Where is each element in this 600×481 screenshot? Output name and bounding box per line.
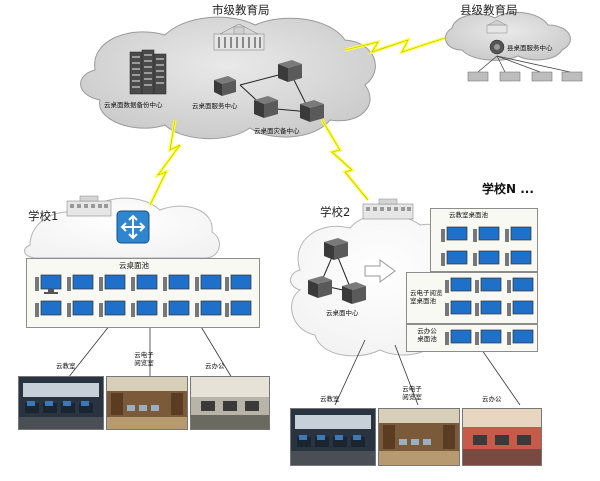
school2-center-label: 云桌面中心	[326, 309, 359, 317]
school1-classroom-photo	[18, 376, 104, 430]
school1-room-label-2: 云办公	[205, 362, 225, 370]
school2-title: 学校2	[320, 205, 351, 219]
school2-pool-label-2: 云办公桌面池	[417, 327, 437, 343]
school2-server-top-icon	[324, 238, 348, 260]
school2-office-photo	[462, 408, 542, 466]
school2-room-label-2: 云办公	[482, 395, 502, 403]
city-title: 市级教育局	[212, 3, 270, 17]
school2-pool1-monitors	[445, 277, 534, 316]
county-bureau-building-icon	[486, 20, 508, 34]
school1-office-photo	[190, 376, 270, 430]
school2-pool-classroom: 云教室桌面池	[430, 208, 538, 272]
school2-room-label-0: 云教室	[320, 395, 340, 403]
backup-center-label: 云桌面数据备份中心	[104, 101, 163, 109]
server-right-icon	[300, 100, 324, 122]
school2-server-left-icon	[308, 276, 332, 298]
school2-server-right-icon	[342, 282, 366, 304]
school1-room-label-0: 云教室	[56, 362, 76, 370]
disaster-center-label: 云桌面灾备中心	[254, 127, 300, 135]
school1-building-icon	[66, 195, 112, 217]
school1-pool-label: 云桌面池	[119, 261, 149, 270]
school2-room-label-1: 云电子阅览室	[402, 385, 422, 401]
school2-pool-label-1: 云电子阅览室桌面池	[410, 289, 443, 305]
school1-pool-monitors	[35, 274, 252, 317]
county-center-label: 县桌面服务中心	[507, 44, 553, 52]
server-top-icon	[278, 60, 302, 82]
school2-pool0-monitors	[441, 226, 532, 266]
school1-room-label-1: 云电子阅览室	[134, 351, 154, 367]
lightning-city-school1	[148, 119, 182, 206]
school2-pool2-monitors	[445, 329, 534, 345]
schoolN-title: 学校N ...	[482, 182, 534, 196]
school2-pool-office: 云办公桌面池	[406, 324, 538, 352]
service-center-label: 云桌面服务中心	[192, 102, 238, 110]
school2-pool-label-0: 云教室桌面池	[449, 211, 488, 219]
network-switch-icon	[116, 210, 150, 244]
arrow-to-pools	[364, 259, 396, 283]
school1-desktop-pool: 云桌面池	[26, 258, 260, 328]
school2-classroom-photo	[290, 408, 376, 466]
server-left-icon	[254, 96, 278, 118]
county-title: 县级教育局	[460, 3, 518, 17]
monitor-icon	[35, 274, 62, 294]
backup-server-rack-icon	[129, 49, 167, 95]
county-desktops	[467, 71, 583, 82]
county-server-icon	[489, 39, 505, 55]
city-bureau-building-icon	[213, 24, 265, 51]
service-server-icon	[214, 76, 236, 96]
school2-pool-reading: 云电子阅览室桌面池	[406, 272, 538, 324]
school1-reading-room-photo	[106, 376, 188, 430]
school2-building-icon	[362, 198, 414, 220]
school2-reading-room-photo	[378, 408, 460, 466]
school1-title: 学校1	[28, 209, 59, 223]
county-cloud	[444, 11, 571, 61]
